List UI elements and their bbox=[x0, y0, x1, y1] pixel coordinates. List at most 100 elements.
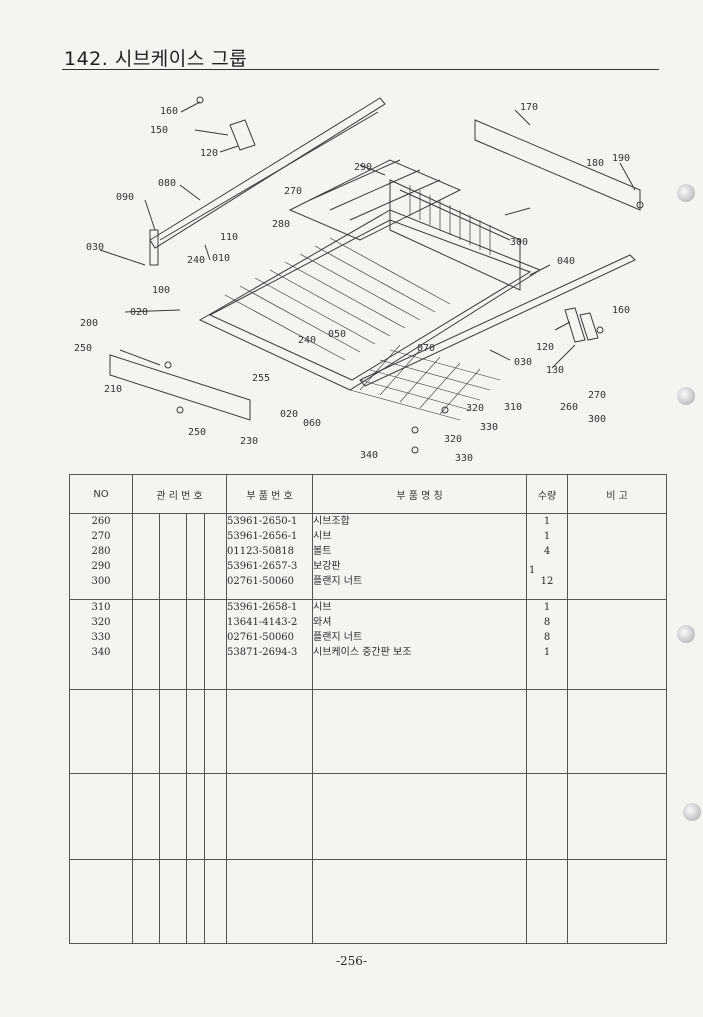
svg-text:130: 130 bbox=[546, 365, 564, 376]
binder-hole-icon bbox=[677, 625, 695, 643]
svg-text:080: 080 bbox=[158, 178, 176, 189]
row-part-no: 02761-50060 bbox=[227, 576, 295, 587]
svg-text:330: 330 bbox=[480, 422, 498, 433]
row-part-no: 01123-50818 bbox=[227, 546, 295, 557]
row-part-name: 시브 bbox=[313, 602, 332, 613]
svg-text:320: 320 bbox=[444, 434, 462, 445]
svg-text:110: 110 bbox=[220, 232, 238, 243]
svg-text:190: 190 bbox=[612, 153, 630, 164]
svg-text:020: 020 bbox=[280, 409, 298, 420]
row-part-name: 플랜지 너트 bbox=[313, 632, 363, 643]
header-part-name: 부 품 명 칭 bbox=[312, 474, 528, 514]
row-part-name: 시브케이스 중간판 보조 bbox=[313, 647, 412, 658]
svg-text:030: 030 bbox=[514, 357, 532, 368]
binder-hole-icon bbox=[677, 387, 695, 405]
svg-text:150: 150 bbox=[150, 125, 168, 136]
table-group-1: 260 270 280 290 300 53961-2650-1 53961-2… bbox=[69, 513, 668, 600]
svg-text:050: 050 bbox=[328, 329, 346, 340]
row-qty: 8 bbox=[543, 632, 551, 643]
svg-text:255: 255 bbox=[252, 373, 270, 384]
page-title: 142. 시브케이스 그룹 bbox=[64, 48, 248, 70]
header-qty: 수량 bbox=[526, 474, 569, 514]
row-part-name: 시브 bbox=[313, 531, 332, 542]
header-no: NO bbox=[69, 474, 133, 514]
stray-qty-mark: 1 bbox=[529, 565, 536, 576]
svg-text:230: 230 bbox=[240, 436, 258, 447]
svg-text:090: 090 bbox=[116, 192, 134, 203]
svg-text:260: 260 bbox=[560, 402, 578, 413]
title-divider bbox=[62, 69, 659, 70]
svg-text:290: 290 bbox=[354, 162, 372, 173]
row-no: 310 bbox=[91, 602, 111, 613]
row-qty: 1 bbox=[543, 516, 551, 527]
header-part-no: 부 품 번 호 bbox=[226, 474, 314, 514]
table-group-2: 310 320 330 340 53961-2658-1 13641-4143-… bbox=[69, 599, 668, 690]
svg-text:160: 160 bbox=[160, 106, 178, 117]
svg-text:240: 240 bbox=[298, 335, 316, 346]
row-qty: 8 bbox=[543, 617, 551, 628]
row-qty: 1 bbox=[543, 602, 551, 613]
header-mgmt-no: 관 리 번 호 bbox=[131, 474, 228, 514]
svg-text:030: 030 bbox=[86, 242, 104, 253]
table-header-row: NO 관 리 번 호 부 품 번 호 부 품 명 칭 수량 비 고 bbox=[69, 474, 668, 514]
svg-text:020: 020 bbox=[130, 307, 148, 318]
svg-text:270: 270 bbox=[588, 390, 606, 401]
svg-text:270: 270 bbox=[284, 186, 302, 197]
svg-text:250: 250 bbox=[74, 343, 92, 354]
svg-text:330: 330 bbox=[455, 453, 473, 464]
row-no: 320 bbox=[91, 617, 111, 628]
svg-text:340: 340 bbox=[360, 450, 378, 461]
row-qty: 4 bbox=[543, 546, 551, 557]
row-part-no: 53961-2658-1 bbox=[227, 602, 298, 613]
svg-text:280: 280 bbox=[272, 219, 290, 230]
table-empty-group bbox=[69, 689, 668, 774]
row-part-no: 53961-2650-1 bbox=[227, 516, 298, 527]
svg-text:010: 010 bbox=[212, 253, 230, 264]
table-empty-group bbox=[69, 859, 668, 944]
row-part-name: 보강판 bbox=[313, 561, 341, 572]
row-no: 300 bbox=[91, 576, 111, 587]
svg-text:120: 120 bbox=[200, 148, 218, 159]
row-part-name: 볼트 bbox=[313, 546, 332, 557]
svg-text:070: 070 bbox=[417, 343, 435, 354]
row-part-no: 53961-2656-1 bbox=[227, 531, 298, 542]
row-no: 280 bbox=[91, 546, 111, 557]
binder-hole-icon bbox=[683, 803, 701, 821]
row-no: 270 bbox=[91, 531, 111, 542]
row-qty: 12 bbox=[540, 576, 554, 587]
svg-text:250: 250 bbox=[188, 427, 206, 438]
row-no: 330 bbox=[91, 632, 111, 643]
svg-text:180: 180 bbox=[586, 158, 604, 169]
row-part-no: 02761-50060 bbox=[227, 632, 295, 643]
svg-text:240: 240 bbox=[187, 255, 205, 266]
row-no: 260 bbox=[91, 516, 111, 527]
row-part-no: 53961-2657-3 bbox=[227, 561, 298, 572]
svg-text:170: 170 bbox=[520, 102, 538, 113]
svg-text:310: 310 bbox=[504, 402, 522, 413]
svg-text:060: 060 bbox=[303, 418, 321, 429]
row-no: 290 bbox=[91, 561, 111, 572]
page-number: -256- bbox=[335, 954, 367, 968]
header-remark: 비 고 bbox=[567, 474, 668, 514]
svg-text:160: 160 bbox=[612, 305, 630, 316]
binder-hole-icon bbox=[677, 184, 695, 202]
svg-text:300: 300 bbox=[510, 237, 528, 248]
svg-text:320: 320 bbox=[466, 403, 484, 414]
svg-text:120: 120 bbox=[536, 342, 554, 353]
svg-text:210: 210 bbox=[104, 384, 122, 395]
row-qty: 1 bbox=[543, 531, 551, 542]
row-part-name: 플랜지 너트 bbox=[313, 576, 363, 587]
row-part-name: 시브조합 bbox=[313, 516, 350, 527]
parts-table: NO 관 리 번 호 부 품 번 호 부 품 명 칭 수량 비 고 260 27… bbox=[69, 474, 668, 944]
row-no: 340 bbox=[91, 647, 111, 658]
row-part-no: 53871-2694-3 bbox=[227, 647, 298, 658]
row-part-name: 와셔 bbox=[313, 617, 332, 628]
row-part-no: 13641-4143-2 bbox=[227, 617, 298, 628]
svg-text:200: 200 bbox=[80, 318, 98, 329]
row-qty: 1 bbox=[543, 647, 551, 658]
table-empty-group bbox=[69, 773, 668, 860]
svg-text:040: 040 bbox=[557, 256, 575, 267]
svg-text:300: 300 bbox=[588, 414, 606, 425]
svg-text:100: 100 bbox=[152, 285, 170, 296]
